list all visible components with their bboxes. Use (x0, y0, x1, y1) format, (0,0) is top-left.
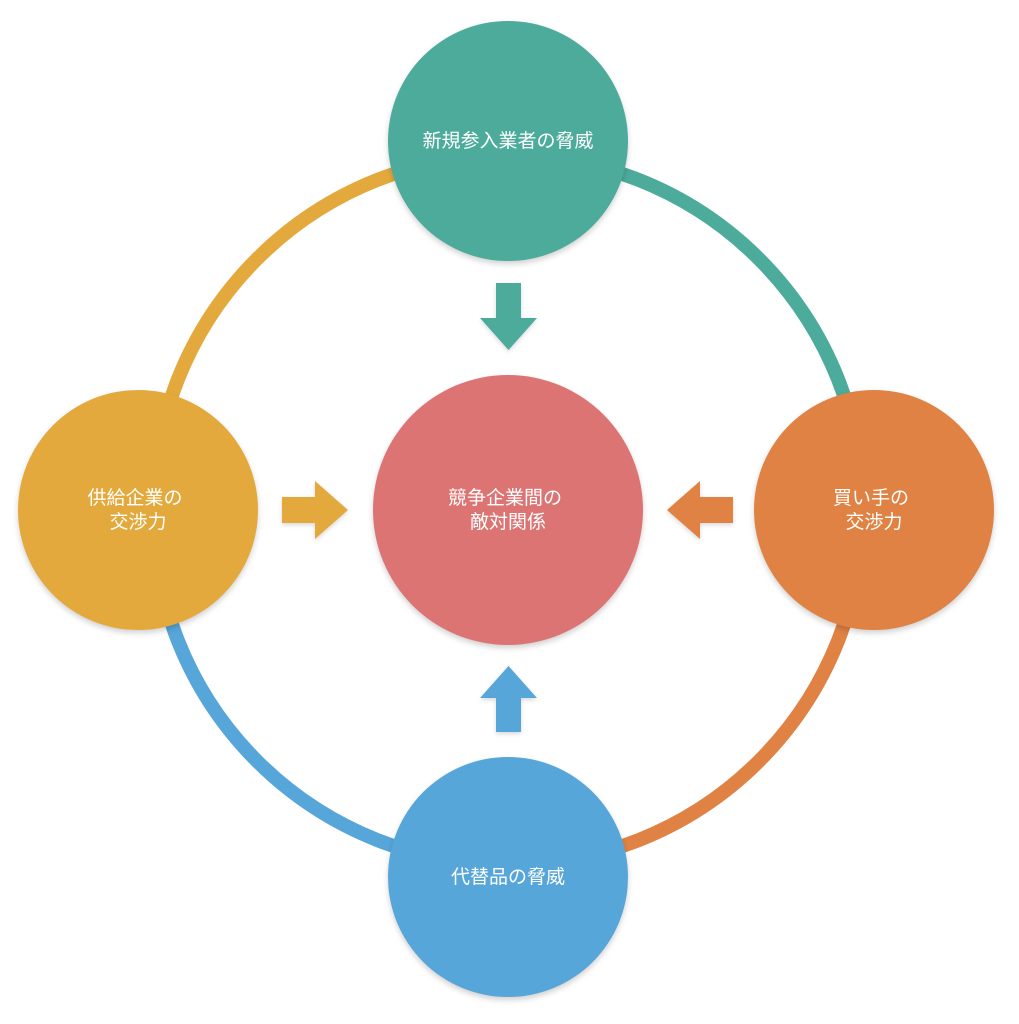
node-suppliers-label: 供給企業の 交渉力 (87, 487, 188, 533)
node-substitutes: 代替品の脅威 (388, 757, 628, 997)
node-new-entrants: 新規参入業者の脅威 (388, 21, 628, 261)
node-suppliers: 供給企業の 交渉力 (18, 390, 258, 630)
node-rivalry: 競争企業間の 敵対関係 (373, 375, 643, 645)
arrow-left-icon (667, 481, 733, 539)
node-new-entrants-circle (388, 21, 628, 261)
arrow-up-icon (480, 666, 537, 732)
node-rivalry-circle (373, 375, 643, 645)
node-buyers-circle (754, 390, 994, 630)
node-suppliers-circle (18, 390, 258, 630)
node-buyers-label: 買い手の 交渉力 (833, 487, 915, 533)
arrow-right-icon (282, 481, 348, 539)
node-new-entrants-label: 新規参入業者の脅威 (422, 130, 593, 152)
node-substitutes-label: 代替品の脅威 (451, 866, 565, 888)
node-substitutes-circle (388, 757, 628, 997)
node-rivalry-label: 競争企業間の 敵対関係 (448, 487, 568, 533)
node-buyers: 買い手の 交渉力 (754, 390, 994, 630)
arrow-down-icon (480, 283, 537, 350)
